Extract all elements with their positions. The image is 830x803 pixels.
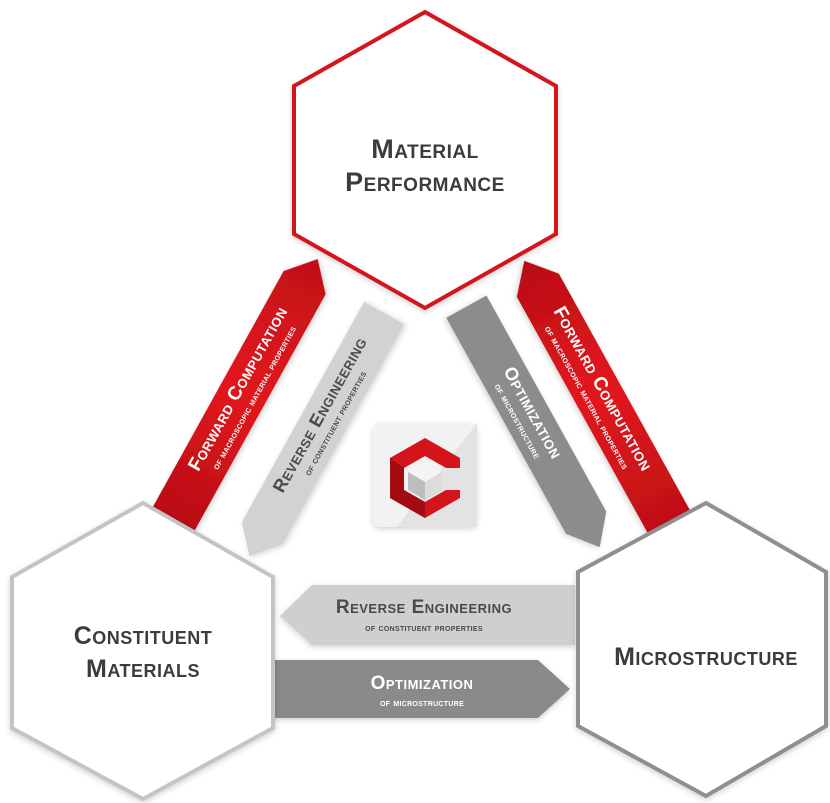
arrow-bottom-optimization: Optimization of microstructure [272,660,570,718]
arrow-bottom-reverse-title: Reverse Engineering [336,597,512,618]
hexagon-microstructure: Microstructure [576,500,828,799]
arrow-bottom-reverse: Reverse Engineering of constituent prope… [280,585,575,645]
arrow-bottom-optimization-subtitle: of microstructure [380,698,464,709]
hexagon-constituent-materials-line1: Constituent [74,622,213,650]
hexagon-material-performance-line2: Performance [345,167,505,197]
hexagon-microstructure-line1: Microstructure [614,643,798,671]
arrow-bottom-reverse-subtitle: of constituent properties [365,623,483,634]
hexagon-material-performance: Material Performance [292,9,558,311]
hexagon-constituent-materials-line2: Materials [86,655,200,683]
hexagon-material-performance-line1: Material [371,134,478,164]
hexagon-constituent-materials: Constituent Materials [10,500,275,802]
cube-logo-icon [390,438,460,518]
center-logo [373,423,477,527]
arrow-bottom-optimization-title: Optimization [371,673,474,694]
